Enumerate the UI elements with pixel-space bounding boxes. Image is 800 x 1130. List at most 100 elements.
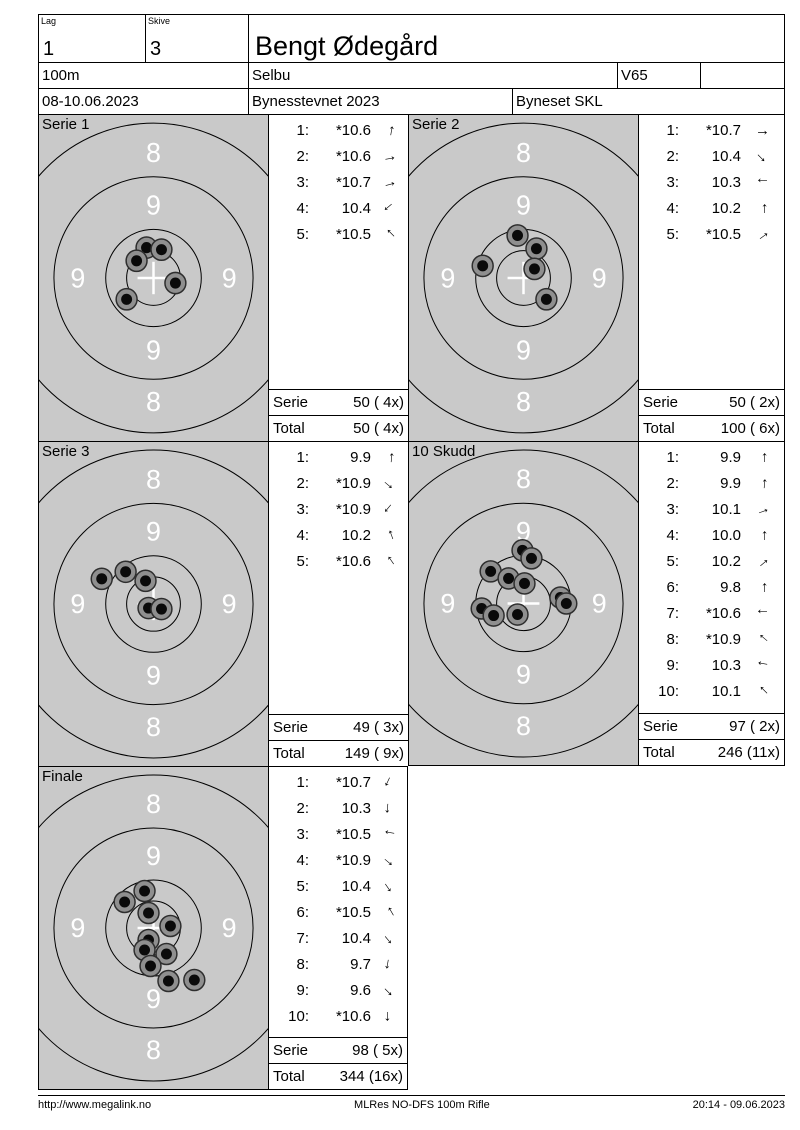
shot-direction: → <box>741 628 784 651</box>
shot-value: 9.8 <box>720 578 741 596</box>
ring-number: 9 <box>516 516 531 546</box>
shot-number: 2: <box>296 474 309 492</box>
shot-value: 10.4 <box>711 147 741 165</box>
shot-number: 10: <box>288 1007 309 1025</box>
shot-list: 1:9.9→2:*10.9→3:*10.9→4:10.2→5:*10.6→ <box>269 442 408 714</box>
shot-value: *10.5 <box>335 225 371 243</box>
shot-hole-center <box>530 243 542 255</box>
shot-direction: → <box>371 901 407 922</box>
shot-hole-center <box>512 229 524 242</box>
ring-number: 9 <box>70 262 85 293</box>
target-ring <box>496 250 551 306</box>
shot-row: 9:10.3→ <box>639 652 784 678</box>
shot-list: 1:9.9→2:9.9→3:10.1→4:10.0→5:10.2→6:9.8→7… <box>639 442 784 713</box>
event-name: Bynesstevnet 2023 <box>252 93 380 110</box>
total-row: Total 149 ( 9x) <box>269 740 408 766</box>
shot-hole-center <box>139 944 151 956</box>
target-ring <box>39 449 268 759</box>
shot-row: 4:10.4→ <box>269 195 408 221</box>
shot-number: 3: <box>666 173 679 191</box>
shot-hole-center <box>120 566 132 578</box>
shot-direction: → <box>741 550 784 573</box>
shot-row: 6: 9.8 → <box>639 574 784 600</box>
shot-value: *10.7 <box>335 173 371 191</box>
ring-number: 9 <box>70 913 85 943</box>
shot-row: 2:9.9→ <box>639 470 784 496</box>
shot-direction-arrow: → <box>754 200 771 216</box>
target-ring <box>53 176 254 380</box>
panel-title: 10 Skudd <box>412 443 476 460</box>
shot-hole-center <box>119 896 131 908</box>
ring-number: 9 <box>146 841 161 871</box>
shot-direction: → <box>371 550 408 572</box>
shot-direction-arrow: → <box>378 497 401 521</box>
shot-direction-arrow: → <box>755 604 770 622</box>
date-range: 08-10.06.2023 <box>42 93 139 110</box>
serie-value: 50 ( 4x) <box>353 394 404 411</box>
shot-direction-arrow: → <box>754 579 771 595</box>
shot-list: 1:*10.7→2:10.3→3:*10.5→4:*10.9→5:10.4→6:… <box>269 767 407 1037</box>
shot-value: *10.6 <box>335 121 371 139</box>
shot-number: 2: <box>296 147 309 165</box>
total-value: 344 (16x) <box>339 1068 403 1085</box>
shot-list: 1:*10.6→2:*10.6→3:*10.7→4:10.4→5:*10.5→ <box>269 115 408 389</box>
shot-number: 7: <box>296 929 309 947</box>
shot-direction-arrow: → <box>751 679 774 703</box>
shot-value: 9.9 <box>720 448 741 466</box>
class-cell: V65 <box>617 62 700 88</box>
shot-number: 2: <box>666 474 679 492</box>
venue-value: Selbu <box>252 67 291 84</box>
shot-number: 3: <box>666 500 679 518</box>
shot-direction: → <box>741 579 784 596</box>
total-row: Total 100 ( 6x) <box>639 415 784 441</box>
shot-value: 9.9 <box>350 448 371 466</box>
shot-number: 5: <box>666 552 679 570</box>
panel-title: Finale <box>42 768 83 785</box>
serie-row: Serie 50 ( 2x) <box>639 389 784 415</box>
shot-number: 5: <box>296 877 309 895</box>
shot-direction-arrow: → <box>751 222 774 246</box>
shot-number: 1: <box>296 448 309 466</box>
shot-value: *10.6 <box>335 147 371 165</box>
ring-number: 8 <box>146 712 161 742</box>
shot-number: 5: <box>296 225 309 243</box>
shot-number: 4: <box>666 526 679 544</box>
shot-row: 2:10.3→ <box>269 795 407 821</box>
total-value: 50 ( 4x) <box>353 420 404 437</box>
score-box: 1:*10.6→2:*10.6→3:*10.7→4:10.4→5:*10.5→ … <box>268 114 408 441</box>
target-ring <box>423 502 624 705</box>
shot-row: 8:9.7→ <box>269 951 407 977</box>
shot-direction-arrow: → <box>380 448 399 466</box>
shot-number: 4: <box>666 199 679 217</box>
shot-value: 9.7 <box>350 955 371 973</box>
shot-row: 10:*10.6→ <box>269 1003 407 1029</box>
ring-number: 8 <box>146 386 161 417</box>
venue-cell: Selbu <box>248 62 617 88</box>
shot-direction-arrow: → <box>754 449 771 465</box>
panel-title: Serie 3 <box>42 443 90 460</box>
shot-row: 5:10.4→ <box>269 873 407 899</box>
shot-hole-center <box>143 907 154 919</box>
shot-value: *10.5 <box>335 903 371 921</box>
shot-direction: → <box>371 927 407 949</box>
shot-direction: → <box>371 121 408 139</box>
shot-row: 2:*10.6→ <box>269 143 408 169</box>
shot-value: 10.0 <box>711 526 741 544</box>
shot-direction-arrow: → <box>380 1008 398 1024</box>
shot-number: 6: <box>666 578 679 596</box>
ring-number: 8 <box>516 464 531 494</box>
ring-number: 8 <box>516 137 531 168</box>
shot-value: 10.4 <box>341 199 371 217</box>
shot-hole-center <box>139 885 151 897</box>
serie-value: 97 ( 2x) <box>729 718 780 735</box>
shot-direction-arrow: → <box>751 144 774 168</box>
shot-value: 9.6 <box>350 981 371 999</box>
shot-direction: → <box>371 497 408 521</box>
shot-value: *10.9 <box>335 474 371 492</box>
